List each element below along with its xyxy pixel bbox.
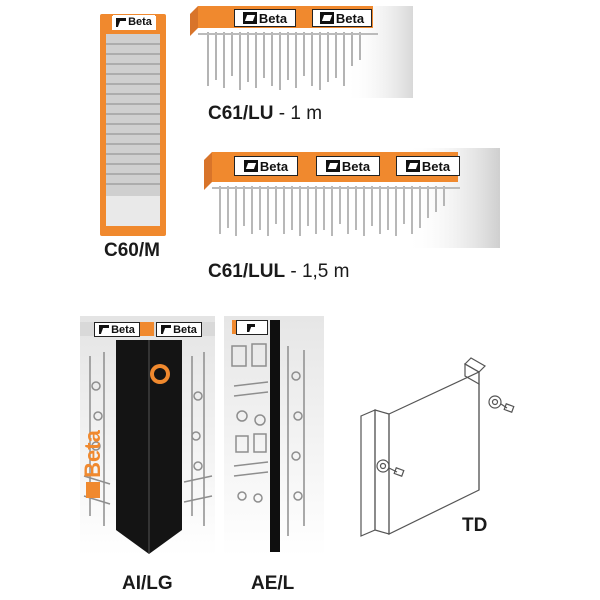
c60m-drawing [100, 14, 166, 236]
c61lu-beta-badge-2: Beta [312, 9, 372, 27]
c61lul-beta-badge-2: Beta [316, 156, 380, 176]
ailg-drawing [80, 316, 215, 556]
ailg-label: AI/LG [122, 573, 173, 594]
c60m-label: C60/M [104, 240, 160, 261]
c61lu-beta-badge-1: Beta [234, 9, 296, 27]
td-label: TD [462, 515, 488, 536]
c61lul-label: C61/LUL - 1,5 m [208, 261, 350, 282]
ael-panel [224, 316, 324, 556]
beta-logo-icon [161, 325, 172, 334]
c61lu-panel: Beta Beta [188, 6, 413, 98]
ael-label: AE/L [251, 573, 295, 594]
ailg-vertical-beta-sign: Beta [76, 424, 110, 504]
c60m-beta-badge: Beta [113, 15, 155, 29]
ael-drawing [224, 316, 324, 556]
c61lu-drawing [188, 6, 413, 98]
c60m-panel: Beta [100, 14, 166, 236]
beta-logo-icon [116, 17, 127, 27]
ailg-beta-badge-2: Beta [156, 322, 202, 337]
ael-beta-badge [236, 320, 268, 335]
td-drawing [360, 357, 515, 537]
c61lul-panel: Beta Beta Beta [188, 148, 500, 248]
beta-logo-icon [242, 12, 257, 24]
beta-logo-icon [243, 160, 258, 172]
beta-logo-icon [86, 481, 100, 498]
beta-logo-icon [405, 160, 420, 172]
beta-logo-icon [247, 323, 255, 332]
ailg-panel: Beta Beta Beta [80, 316, 215, 556]
beta-logo-icon [319, 12, 334, 24]
td-panel [355, 354, 520, 544]
beta-logo-icon [99, 325, 110, 334]
c61lul-beta-badge-3: Beta [396, 156, 460, 176]
beta-logo-icon [325, 160, 340, 172]
c61lul-beta-badge-1: Beta [234, 156, 298, 176]
c61lu-label: C61/LU - 1 m [208, 103, 323, 124]
ailg-beta-badge-1: Beta [94, 322, 140, 337]
